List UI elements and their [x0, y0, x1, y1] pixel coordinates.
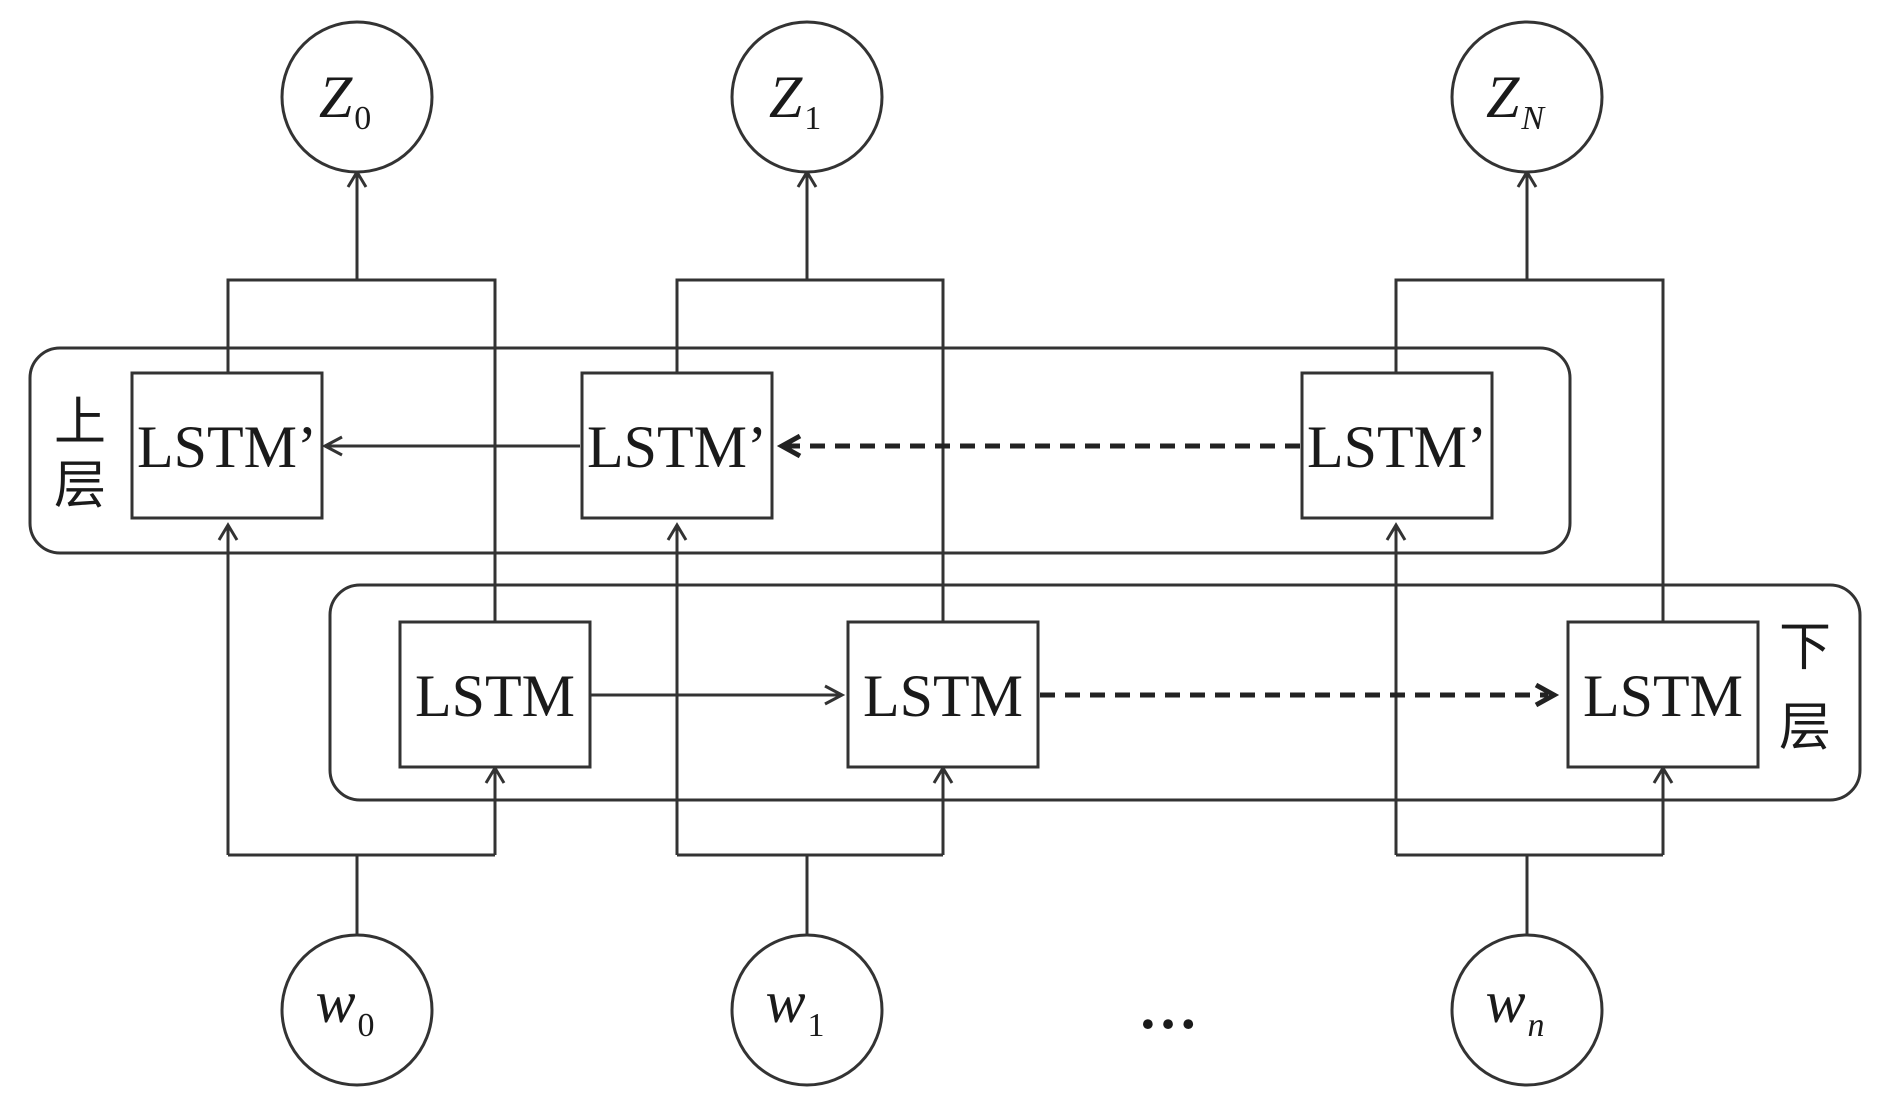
lower-lstm-cell: LSTM	[846, 620, 1040, 769]
lower-lstm-cell: LSTM	[398, 620, 592, 769]
output-symbol: Z	[1486, 64, 1520, 130]
output-symbol: Z	[319, 64, 353, 130]
upper-lstm-cell: LSTM’	[130, 371, 324, 520]
svg-text:w0: w0	[315, 969, 374, 1044]
output-node: ZN	[1450, 20, 1604, 174]
lower-recurrent-links	[590, 682, 1560, 708]
output-subscript: N	[1520, 100, 1546, 137]
column-1-connectors	[666, 169, 954, 935]
output-node: Z0	[280, 20, 434, 174]
input-subscript: 0	[358, 1007, 375, 1044]
svg-text:Z0: Z0	[319, 64, 371, 137]
input-symbol: w	[315, 969, 355, 1035]
ellipsis: …	[1138, 975, 1198, 1041]
input-node: w1	[730, 933, 884, 1087]
svg-text:Z1: Z1	[769, 64, 821, 137]
input-node: wn	[1450, 933, 1604, 1087]
input-symbol: w	[1485, 969, 1525, 1035]
output-symbol: Z	[769, 64, 803, 130]
column-n-connectors	[1385, 169, 1674, 935]
upper-recurrent-links	[321, 433, 1300, 459]
lower-lstm-label: LSTM	[863, 663, 1023, 729]
svg-text:wn: wn	[1485, 969, 1544, 1044]
upper-lstm-label: LSTM’	[1307, 414, 1487, 480]
upper-layer-label-bottom: 层	[54, 456, 106, 516]
input-node: w0	[280, 933, 434, 1087]
upper-layer-box	[28, 346, 1572, 555]
lower-layer-label-top: 下	[1779, 618, 1831, 678]
lower-lstm-label: LSTM	[415, 663, 575, 729]
output-subscript: 0	[354, 100, 371, 137]
lower-lstm-cell: LSTM	[1566, 620, 1760, 769]
input-symbol: w	[765, 969, 805, 1035]
lower-lstm-label: LSTM	[1583, 663, 1743, 729]
output-node: Z1	[730, 20, 884, 174]
lower-layer-label-bottom: 层	[1779, 698, 1831, 758]
output-subscript: 1	[804, 100, 821, 137]
lower-layer-box	[328, 583, 1862, 802]
upper-lstm-label: LSTM’	[137, 414, 317, 480]
upper-lstm-cell: LSTM’	[1300, 371, 1494, 520]
upper-layer-label-top: 上	[54, 393, 106, 453]
upper-lstm-cell: LSTM’	[580, 371, 774, 520]
input-subscript: 1	[808, 1007, 825, 1044]
upper-lstm-label: LSTM’	[587, 414, 767, 480]
svg-text:ZN: ZN	[1486, 64, 1546, 137]
svg-text:w1: w1	[765, 969, 824, 1044]
input-subscript: n	[1528, 1007, 1545, 1044]
